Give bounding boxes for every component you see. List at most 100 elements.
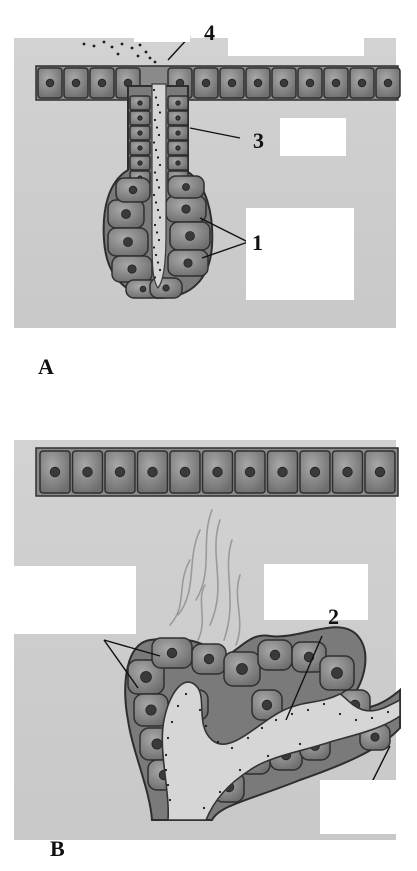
secretion-granule bbox=[153, 141, 155, 143]
cell-nucleus bbox=[176, 146, 180, 150]
cell-nucleus bbox=[184, 259, 192, 267]
secretion-dot bbox=[137, 55, 140, 58]
label-box-b-left bbox=[12, 566, 136, 634]
secretion-granule bbox=[155, 96, 157, 98]
label-box-b-right bbox=[264, 564, 368, 620]
epithelial-cell bbox=[258, 640, 292, 670]
secretion-granule bbox=[154, 171, 156, 173]
label-box-4 bbox=[228, 14, 364, 56]
secretion-granule bbox=[323, 703, 325, 705]
secretion-granule bbox=[158, 134, 160, 136]
secretion-granule bbox=[155, 254, 157, 256]
cell-nucleus bbox=[50, 467, 60, 477]
epithelial-cell bbox=[300, 451, 330, 493]
cell-nucleus bbox=[128, 265, 136, 273]
secretion-granule bbox=[261, 727, 263, 729]
cell-nucleus bbox=[180, 467, 190, 477]
secretion-granule bbox=[155, 149, 157, 151]
secretion-granule bbox=[153, 194, 155, 196]
cell-nucleus bbox=[98, 79, 106, 87]
secretion-granule bbox=[275, 719, 277, 721]
secretion-granule bbox=[154, 119, 156, 121]
panel-a-lumen bbox=[152, 84, 166, 288]
cell-nucleus bbox=[72, 79, 80, 87]
epithelial-cell bbox=[108, 228, 148, 256]
secretion-granule bbox=[185, 693, 187, 695]
cell-nucleus bbox=[262, 700, 272, 710]
secretion-granule bbox=[167, 737, 169, 739]
epithelial-cell bbox=[64, 68, 88, 98]
secretion-granule bbox=[167, 784, 169, 786]
secretion-granule bbox=[205, 725, 207, 727]
cell-nucleus bbox=[182, 205, 190, 213]
secretion-granule bbox=[158, 239, 160, 241]
secretion-granule bbox=[157, 156, 159, 158]
epithelial-cell bbox=[116, 178, 150, 202]
epithelial-cell bbox=[130, 96, 150, 110]
cell-nucleus bbox=[167, 648, 177, 658]
epithelial-cell bbox=[138, 451, 168, 493]
secretion-dot bbox=[93, 45, 96, 48]
epithelial-cell bbox=[112, 256, 152, 282]
secretion-granule bbox=[247, 737, 249, 739]
secretion-dot bbox=[83, 43, 86, 46]
panel-letter-a: A bbox=[38, 356, 54, 378]
epithelial-cell bbox=[168, 126, 188, 140]
cell-nucleus bbox=[122, 210, 131, 219]
secretion-dot bbox=[103, 41, 106, 44]
cell-nucleus bbox=[343, 467, 353, 477]
cell-nucleus bbox=[141, 672, 152, 683]
epithelial-cell bbox=[194, 68, 218, 98]
cell-nucleus bbox=[138, 131, 142, 135]
cell-nucleus bbox=[204, 654, 214, 664]
epithelial-cell bbox=[134, 694, 168, 726]
cell-nucleus bbox=[176, 161, 180, 165]
secretion-granule bbox=[231, 747, 233, 749]
epithelial-cell bbox=[73, 451, 103, 493]
secretion-granule bbox=[199, 709, 201, 711]
secretion-granule bbox=[299, 743, 301, 745]
secretion-dot bbox=[139, 44, 142, 47]
epithelial-cell bbox=[170, 451, 200, 493]
label-box-a bbox=[34, 360, 190, 394]
epithelial-cell bbox=[168, 176, 204, 198]
epithelial-cell bbox=[90, 68, 114, 98]
cell-nucleus bbox=[138, 101, 142, 105]
epithelial-cell bbox=[168, 156, 188, 170]
epithelial-cell bbox=[333, 451, 363, 493]
epithelial-cell bbox=[130, 126, 150, 140]
secretion-granule bbox=[169, 799, 171, 801]
secretion-dot bbox=[117, 53, 120, 56]
cell-nucleus bbox=[310, 467, 320, 477]
cell-nucleus bbox=[138, 146, 142, 150]
cell-nucleus bbox=[384, 79, 392, 87]
secretion-granule bbox=[291, 713, 293, 715]
secretion-granule bbox=[155, 201, 157, 203]
label-4: 4 bbox=[204, 22, 215, 44]
secretion-dot bbox=[145, 51, 148, 54]
secretion-granule bbox=[158, 186, 160, 188]
cell-nucleus bbox=[228, 79, 236, 87]
cell-nucleus bbox=[278, 467, 288, 477]
secretion-granule bbox=[165, 754, 167, 756]
epithelial-cell bbox=[170, 222, 210, 250]
secretion-granule bbox=[159, 216, 161, 218]
secretion-granule bbox=[154, 224, 156, 226]
secretion-dot bbox=[154, 61, 157, 64]
epithelial-cell bbox=[38, 68, 62, 98]
label-3: 3 bbox=[253, 130, 264, 152]
epithelial-cell bbox=[350, 68, 374, 98]
label-box-3 bbox=[280, 118, 346, 156]
label-box-top-left bbox=[134, 2, 190, 42]
cell-nucleus bbox=[332, 668, 343, 679]
epithelial-cell bbox=[324, 68, 348, 98]
cell-nucleus bbox=[138, 161, 142, 165]
panel-b-epithelium bbox=[36, 448, 398, 496]
cell-nucleus bbox=[163, 285, 169, 291]
secretion-granule bbox=[165, 769, 167, 771]
secretion-granule bbox=[203, 807, 205, 809]
epithelial-cell bbox=[235, 451, 265, 493]
label-2: 2 bbox=[328, 606, 339, 628]
